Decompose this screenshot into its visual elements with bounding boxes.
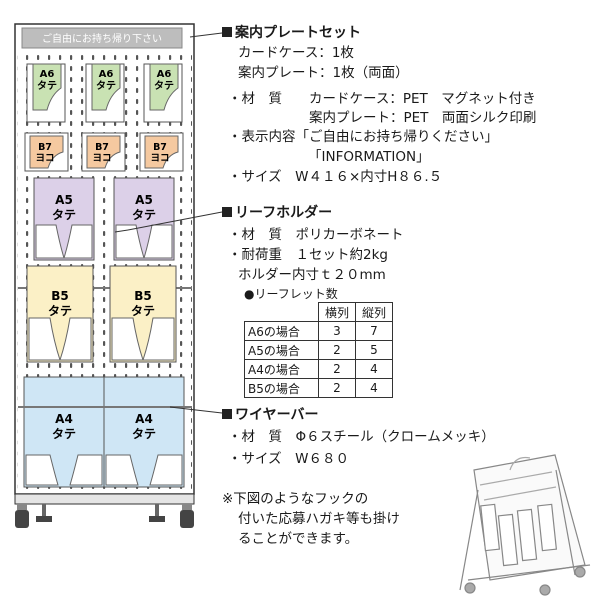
square-bullet-icon bbox=[222, 409, 232, 419]
a4-pocket: A4 タテ bbox=[23, 376, 105, 488]
a4-label: A4 bbox=[55, 412, 73, 426]
table-row: A4の場合 2 4 bbox=[244, 359, 393, 379]
leaflet-count-table: 横列 縦列 A6の場合 3 7 A5の場合 2 5 A4の場合 2 4 B5の場… bbox=[244, 302, 393, 398]
a6-pocket: A6 タテ bbox=[85, 63, 125, 123]
table-cell: 2 bbox=[318, 378, 356, 398]
table-row: A6の場合 3 7 bbox=[244, 321, 393, 341]
wire-bar-heading: ワイヤーバー bbox=[222, 406, 318, 424]
a4-pocket: A4 タテ bbox=[103, 376, 185, 488]
table-cell: 4 bbox=[355, 359, 393, 379]
b7-label: B7 bbox=[38, 142, 52, 153]
table-header-cell: 縦列 bbox=[355, 302, 393, 322]
hook-note-line-1: ※下図のようなフックの bbox=[222, 491, 369, 507]
hook-note-line-3: ることができます。 bbox=[238, 531, 359, 547]
b5-orient: タテ bbox=[48, 304, 72, 318]
b7-pocket: B7 ヨコ bbox=[81, 132, 126, 172]
b7-orient: ヨコ bbox=[92, 153, 111, 164]
table-corner bbox=[244, 302, 319, 322]
a6-orient: タテ bbox=[96, 80, 116, 92]
plate-set-heading: 案内プレートセット bbox=[222, 24, 361, 42]
b5-pocket: B5 タテ bbox=[26, 265, 94, 363]
guide-plate-text: ご自由にお持ち帰り下さい bbox=[42, 32, 162, 45]
hook-note-line-2: 付いた応募ハガキ等も掛け bbox=[238, 511, 400, 527]
a6-orient: タテ bbox=[37, 80, 57, 92]
b7-orient: ヨコ bbox=[35, 153, 54, 164]
table-row-label: A6の場合 bbox=[244, 321, 319, 341]
square-bullet-icon bbox=[222, 207, 232, 217]
leveler bbox=[36, 504, 52, 522]
leaf-load: ・耐荷重 １セット約2kg bbox=[228, 247, 388, 263]
b7-pocket-row: B7 ヨコ B7 ヨコ B7 ヨコ bbox=[24, 132, 184, 172]
b7-orient: ヨコ bbox=[150, 153, 169, 164]
table-row-label: A4の場合 bbox=[244, 359, 319, 379]
table-row-label: B5の場合 bbox=[244, 378, 319, 398]
wire-size: ・サイズ W６８０ bbox=[228, 451, 349, 467]
caster bbox=[15, 504, 29, 528]
table-cell: 7 bbox=[355, 321, 393, 341]
table-header-cell: 横列 bbox=[318, 302, 356, 322]
b5-label: B5 bbox=[134, 289, 152, 303]
a4-pocket-row: A4 タテ A4 タテ bbox=[23, 376, 185, 488]
a5-orient: タテ bbox=[132, 208, 156, 222]
a6-orient: タテ bbox=[154, 80, 174, 92]
caster bbox=[180, 504, 194, 528]
a4-orient: タテ bbox=[52, 427, 76, 441]
a4-orient: タテ bbox=[132, 427, 156, 441]
leaflet-count-title: ●リーフレット数 bbox=[244, 287, 338, 301]
table-header-row: 横列 縦列 bbox=[244, 302, 393, 322]
table-cell: 2 bbox=[318, 359, 356, 379]
b7-label: B7 bbox=[95, 142, 109, 153]
a5-pocket: A5 タテ bbox=[113, 177, 175, 261]
plate-display-content-2: 「INFORMATION」 bbox=[308, 149, 430, 165]
a6-pocket: A6 タテ bbox=[26, 63, 66, 123]
b7-label: B7 bbox=[153, 142, 167, 153]
leader-line bbox=[189, 32, 223, 38]
stand-base bbox=[14, 493, 195, 505]
table-row-label: A5の場合 bbox=[244, 340, 319, 360]
a5-label: A5 bbox=[135, 193, 153, 207]
leader-line bbox=[169, 406, 223, 414]
a6-label: A6 bbox=[157, 69, 172, 80]
plate-card-case: カードケース：1枚 bbox=[238, 45, 354, 61]
plate-material-1: カードケース：PET マグネット付き bbox=[309, 91, 536, 107]
leaf-holder-heading: リーフホルダー bbox=[222, 204, 332, 222]
guide-plate bbox=[21, 27, 183, 49]
b5-orient: タテ bbox=[131, 304, 155, 318]
b5-label: B5 bbox=[51, 289, 69, 303]
b7-pocket: B7 ヨコ bbox=[139, 132, 184, 172]
table-row: A5の場合 2 5 bbox=[244, 340, 393, 360]
plate-size: ・サイズ W４１６×内寸H８６.５ bbox=[228, 169, 443, 185]
b7-pocket: B7 ヨコ bbox=[24, 132, 69, 172]
leader-line bbox=[127, 211, 223, 231]
plate-display-content: ・表示内容「ご自由にお持ち帰りください」 bbox=[228, 129, 498, 145]
table-cell: 4 bbox=[355, 378, 393, 398]
a5-label: A5 bbox=[55, 193, 73, 207]
a6-pocket: A6 タテ bbox=[143, 63, 183, 123]
table-row: B5の場合 2 4 bbox=[244, 378, 393, 398]
a6-label: A6 bbox=[40, 69, 55, 80]
a4-label: A4 bbox=[135, 412, 153, 426]
plate-material-2: 案内プレート：PET 両面シルク印刷 bbox=[309, 110, 537, 126]
wire-material: ・材 質 Φ６スチール（クロームメッキ） bbox=[228, 429, 495, 445]
a5-pocket-row: A5 タテ A5 タテ bbox=[33, 177, 175, 261]
leaf-material: ・材 質 ポリカーボネート bbox=[228, 227, 404, 243]
leaf-inner-size: ホルダー内寸ｔ２０mm bbox=[238, 267, 386, 283]
table-cell: 5 bbox=[355, 340, 393, 360]
a5-pocket: A5 タテ bbox=[33, 177, 95, 261]
b5-pocket-row: B5 タテ B5 タテ bbox=[26, 265, 177, 363]
a5-orient: タテ bbox=[52, 208, 76, 222]
leveler bbox=[149, 504, 165, 522]
b5-pocket: B5 タテ bbox=[109, 265, 177, 363]
hook-example-illustration bbox=[459, 454, 591, 596]
table-cell: 2 bbox=[318, 340, 356, 360]
a6-label: A6 bbox=[99, 69, 114, 80]
table-cell: 3 bbox=[318, 321, 356, 341]
plate-material-label: ・材 質 bbox=[228, 91, 282, 107]
square-bullet-icon bbox=[222, 27, 232, 37]
a6-pocket-row: A6 タテ A6 タテ A6 タテ bbox=[26, 63, 183, 123]
plate-guide-plate: 案内プレート：1枚（両面） bbox=[238, 65, 409, 81]
